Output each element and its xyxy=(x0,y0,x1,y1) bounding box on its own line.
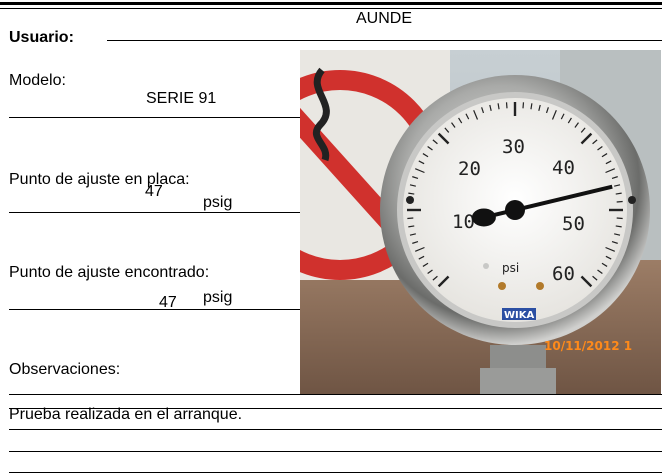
gauge-tick xyxy=(473,109,479,120)
gauge-tick xyxy=(422,262,429,267)
plate-unit: psig xyxy=(203,194,233,211)
user-value: AUNDE xyxy=(356,10,413,27)
gauge-tick xyxy=(418,160,425,165)
gauge-tick xyxy=(427,146,433,151)
gauge-tick xyxy=(560,113,565,120)
gauge-tick xyxy=(615,225,622,228)
gauge-tick xyxy=(481,107,485,114)
observations-line-1 xyxy=(9,408,662,409)
gauge-tick xyxy=(427,269,433,274)
gauge-tick xyxy=(444,127,450,133)
gauge-label-30: 30 xyxy=(502,136,525,158)
gauge-tick xyxy=(530,103,533,110)
observations-line-4 xyxy=(9,472,662,473)
found-unit: psig xyxy=(203,289,233,306)
gauge-tick xyxy=(601,153,608,158)
gauge-tick xyxy=(574,122,579,128)
gauge-photo: 10 20 30 40 50 60 psi WIKA 10/11/2012 1 xyxy=(300,50,661,394)
user-label: Usuario: xyxy=(9,29,74,46)
gauge-photo-svg: 10 20 30 40 50 60 psi WIKA 10/11/2012 1 xyxy=(300,50,661,394)
gauge-tick xyxy=(611,240,618,244)
gauge-tick xyxy=(538,104,541,111)
model-value: SERIE 91 xyxy=(146,90,217,107)
gauge-tick xyxy=(412,240,419,244)
gauge-tick xyxy=(545,107,549,114)
gauge-tick xyxy=(414,168,425,174)
gauge-needle-tail xyxy=(471,208,496,227)
model-label: Modelo: xyxy=(9,72,66,89)
gauge-tick xyxy=(432,139,438,145)
gauge-tick xyxy=(611,176,618,180)
gauge-label-50: 50 xyxy=(562,213,585,235)
gauge-tick xyxy=(437,132,450,145)
gauge-tick xyxy=(437,275,450,288)
gauge-tick xyxy=(597,269,603,274)
gauge-tick xyxy=(597,146,603,151)
top-rule xyxy=(0,2,662,5)
gauge-tick xyxy=(458,117,463,124)
gauge-label-10: 10 xyxy=(452,211,475,233)
observations-line-3 xyxy=(9,451,662,452)
gauge-tick xyxy=(605,168,616,174)
gauge-label-20: 20 xyxy=(458,158,481,180)
gauge-tick xyxy=(567,117,572,124)
gauge-tick xyxy=(432,275,438,281)
date-stamp: 10/11/2012 1 xyxy=(544,339,632,353)
gauge-tick xyxy=(409,184,416,187)
gauge-label-60: 60 xyxy=(552,263,575,285)
gauge-tick xyxy=(580,127,586,133)
observations-label: Observaciones: xyxy=(9,361,121,378)
plate-underline xyxy=(9,212,300,213)
gauge-tick xyxy=(580,132,593,145)
gauge-tick xyxy=(408,225,415,228)
observations-line-2 xyxy=(9,429,662,430)
gauge-tick xyxy=(614,233,621,236)
gauge-tick xyxy=(409,233,416,236)
gauge-tick xyxy=(580,275,593,288)
user-underline xyxy=(107,40,662,41)
gauge-tick xyxy=(412,176,419,180)
gauge-tick xyxy=(489,104,492,111)
gauge-tick xyxy=(605,160,612,165)
gauge-tick xyxy=(601,262,608,267)
gauge-unit: psi xyxy=(502,261,519,275)
gauge-tick xyxy=(414,246,425,252)
gauge-needle-hub xyxy=(505,200,525,220)
gauge-tick xyxy=(614,184,621,187)
gauge-tick xyxy=(422,153,429,158)
gauge-tick xyxy=(451,122,456,128)
observations-text: Prueba realizada en el arranque. xyxy=(9,406,243,423)
gauge-tick xyxy=(551,109,557,120)
gauge-brand: WIKA xyxy=(504,310,535,321)
gauge-tick xyxy=(408,192,415,195)
gauge-label-40: 40 xyxy=(552,157,575,179)
found-label: Punto de ajuste encontrado: xyxy=(9,264,210,281)
gauge-tick xyxy=(605,255,612,260)
gauge-tick xyxy=(497,103,500,110)
model-underline xyxy=(9,117,300,118)
gauge-tick xyxy=(465,113,470,120)
found-underline xyxy=(9,309,300,310)
gauge-tick xyxy=(592,275,598,281)
plate-label: Punto de ajuste en placa: xyxy=(9,171,190,188)
gauge-needle xyxy=(471,184,613,227)
gauge-tick xyxy=(605,246,616,252)
top-rule-thin xyxy=(0,8,662,9)
plate-value: 47 xyxy=(145,183,163,200)
gauge-tick xyxy=(615,192,622,195)
gauge-tick xyxy=(592,139,598,145)
found-value: 47 xyxy=(159,294,177,311)
gauge-tick xyxy=(418,255,425,260)
observations-line-0 xyxy=(9,394,662,395)
